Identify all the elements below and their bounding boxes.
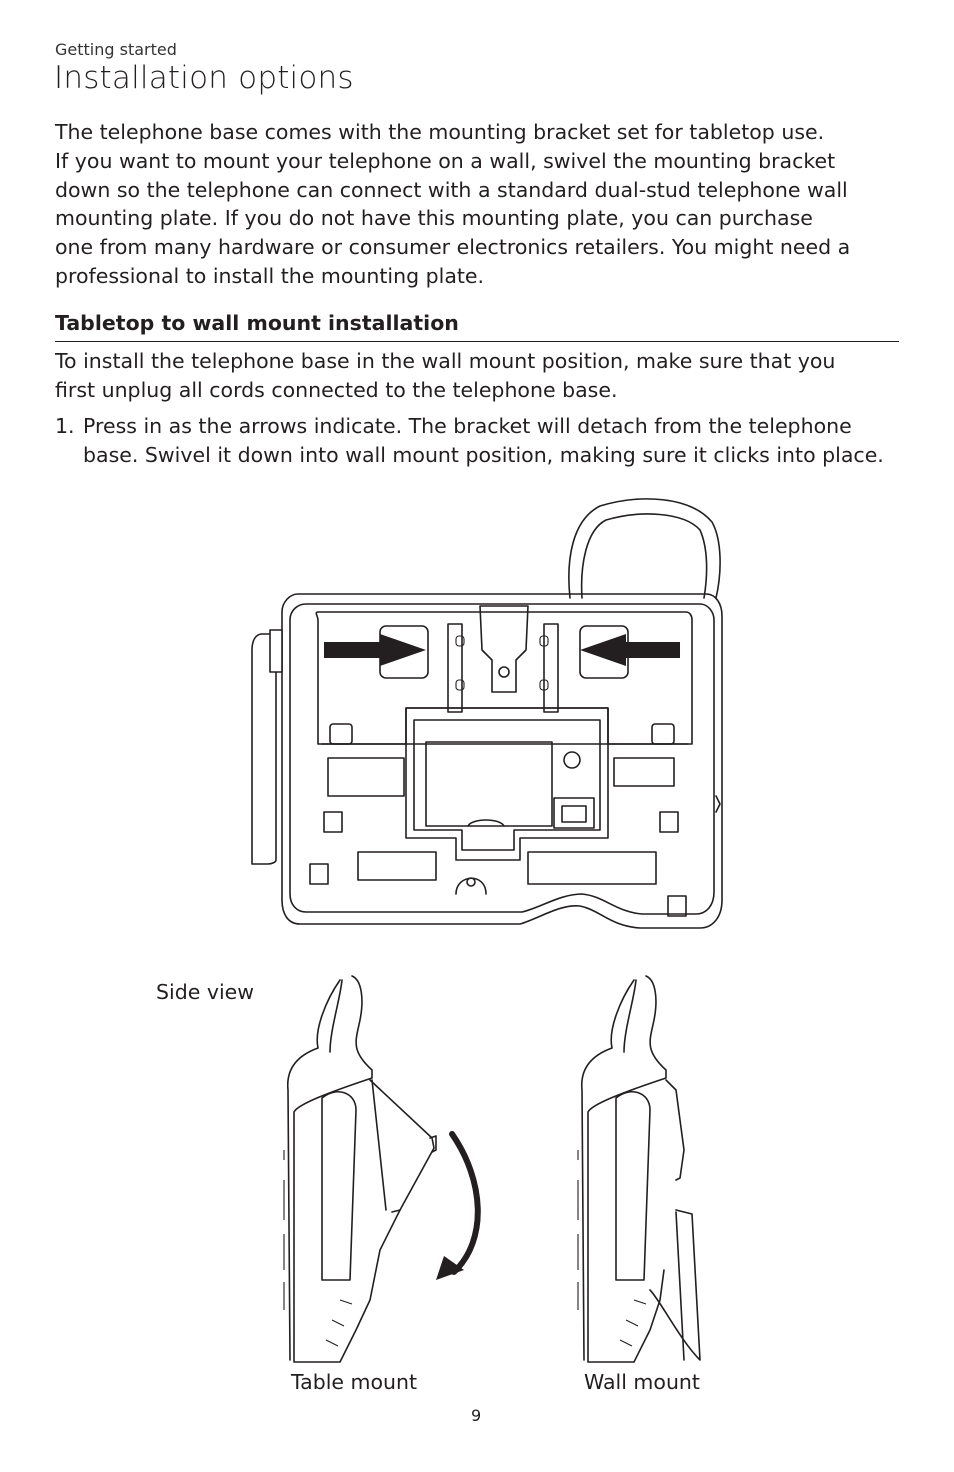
table-mount-phone xyxy=(283,975,481,1363)
page-title: Installation options xyxy=(54,60,354,96)
intro-line: professional to install the mounting pla… xyxy=(55,263,485,288)
intro-line: If you want to mount your telephone on a… xyxy=(55,148,836,173)
step-line: Press in as the arrows indicate. The bra… xyxy=(83,414,852,438)
intro-line: down so the telephone can connect with a… xyxy=(55,177,848,202)
paragraph-line: To install the telephone base in the wal… xyxy=(55,349,836,373)
press-arrow-left xyxy=(580,634,680,666)
intro-paragraph: The telephone base comes with the mounti… xyxy=(55,118,915,291)
side-view-caption: Side view xyxy=(156,980,255,1004)
swivel-arrow xyxy=(449,1131,481,1275)
press-arrow-right xyxy=(324,634,426,666)
step-number: 1. xyxy=(55,414,75,438)
step-text: Press in as the arrows indicate. The bra… xyxy=(83,412,884,470)
subsection-heading: Tabletop to wall mount installation xyxy=(55,311,459,335)
bracket-tabletop xyxy=(369,1079,435,1213)
handset-cradle xyxy=(321,1090,357,1281)
mounting-bracket xyxy=(315,611,693,745)
heading-rule xyxy=(55,341,899,342)
subsection-paragraph: To install the telephone base in the wal… xyxy=(55,347,835,405)
step-line: base. Swivel it down into wall mount pos… xyxy=(83,442,884,467)
handset-side xyxy=(251,633,277,865)
bracket-center-clip xyxy=(479,605,529,693)
section-label: Getting started xyxy=(55,40,177,59)
phone-jack xyxy=(553,797,595,829)
wall-mount-caption: Wall mount xyxy=(584,1370,700,1394)
base-outline xyxy=(281,593,723,929)
battery-compartment xyxy=(413,719,601,851)
intro-line: The telephone base comes with the mounti… xyxy=(55,120,825,144)
page-number: 9 xyxy=(471,1406,482,1425)
paragraph-line: first unplug all cords connected to the … xyxy=(55,377,618,402)
wall-mount-phone xyxy=(577,975,701,1363)
label-area xyxy=(425,741,553,827)
table-mount-caption: Table mount xyxy=(291,1370,418,1394)
intro-line: mounting plate. If you do not have this … xyxy=(55,206,813,231)
bracket-wall xyxy=(649,1209,701,1361)
base-handle xyxy=(568,498,721,599)
intro-line: one from many hardware or consumer elect… xyxy=(55,235,851,260)
